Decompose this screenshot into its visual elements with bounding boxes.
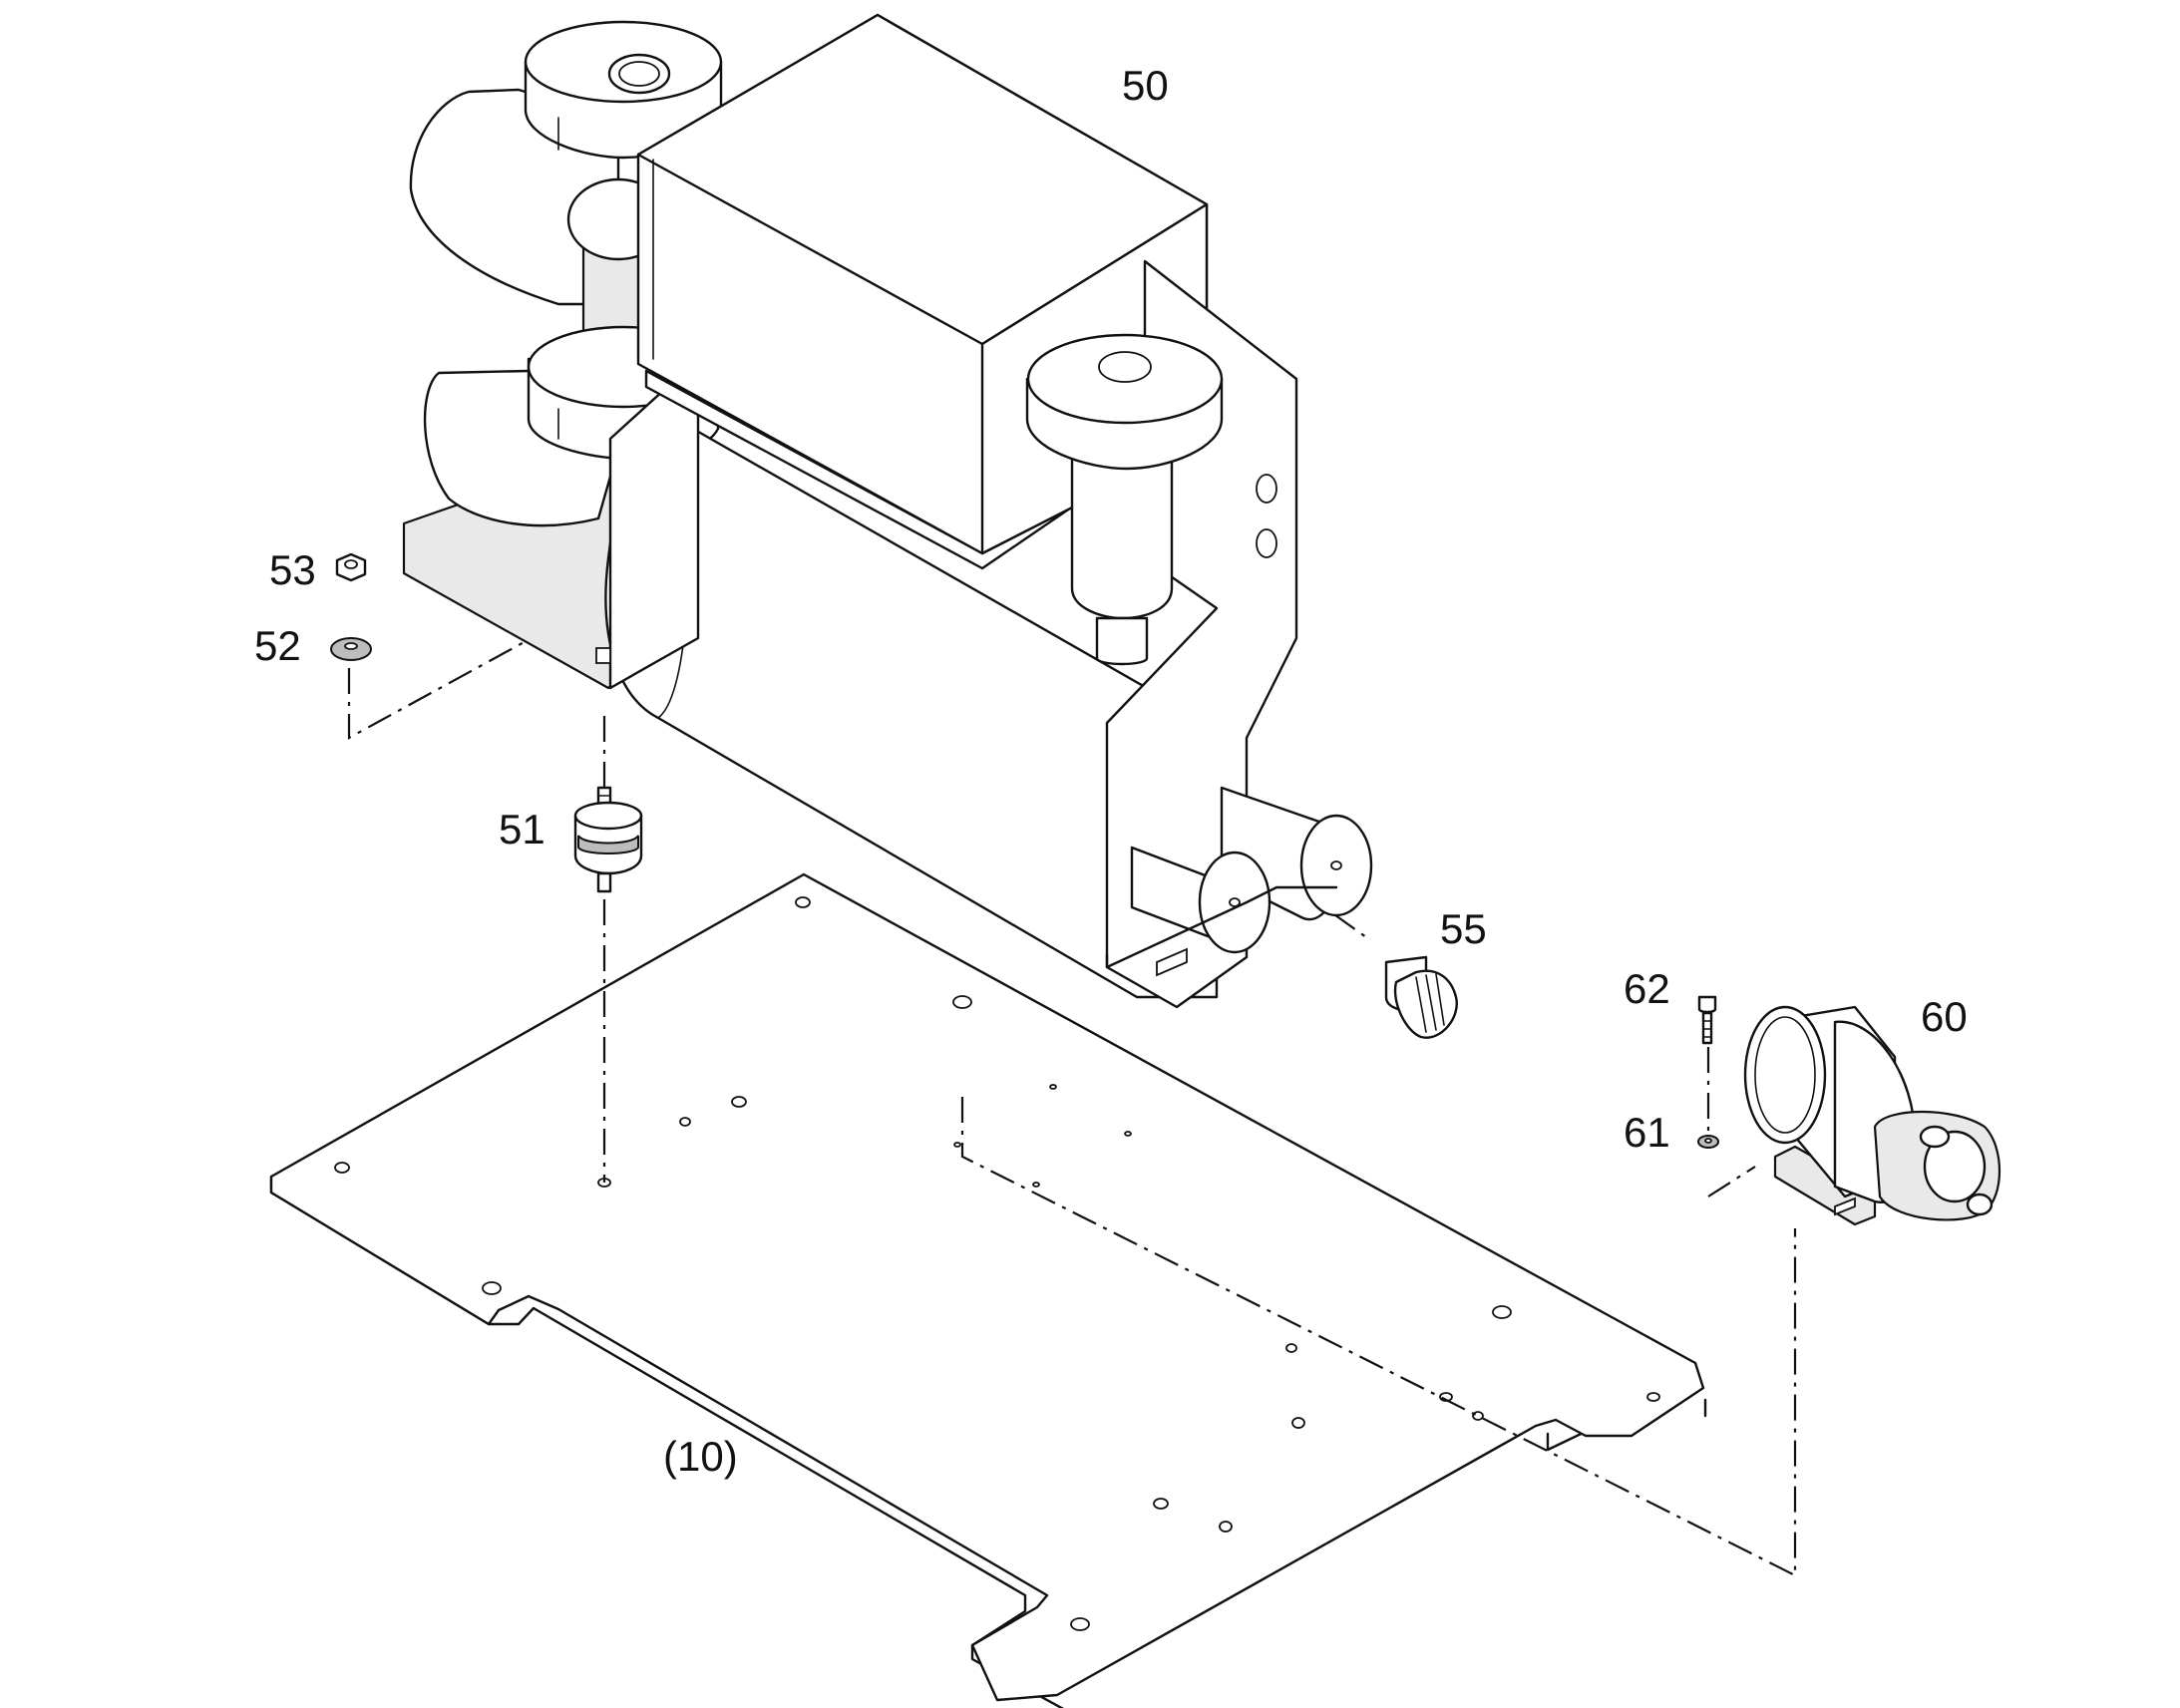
- main-unit: [402, 13, 1373, 1009]
- callout-52: 52: [254, 622, 301, 669]
- washer: [330, 637, 372, 661]
- callout-53: 53: [269, 546, 316, 593]
- screw: [1697, 995, 1717, 1045]
- callout-60: 60: [1921, 993, 1968, 1040]
- callout-61: 61: [1624, 1109, 1670, 1156]
- base-plate: [269, 872, 1707, 1708]
- callout-50: 50: [1122, 62, 1169, 109]
- callout-62: 62: [1624, 965, 1670, 1012]
- plate-holes: [334, 896, 1660, 1631]
- nut: [335, 552, 367, 582]
- rubber-mount: [573, 786, 643, 893]
- callout-10: (10): [663, 1433, 738, 1480]
- pump-motor: [1743, 1005, 2000, 1226]
- cap: [1384, 955, 1458, 1039]
- small-washer: [1697, 1135, 1719, 1149]
- callout-55: 55: [1440, 905, 1487, 952]
- callout-51: 51: [499, 806, 545, 853]
